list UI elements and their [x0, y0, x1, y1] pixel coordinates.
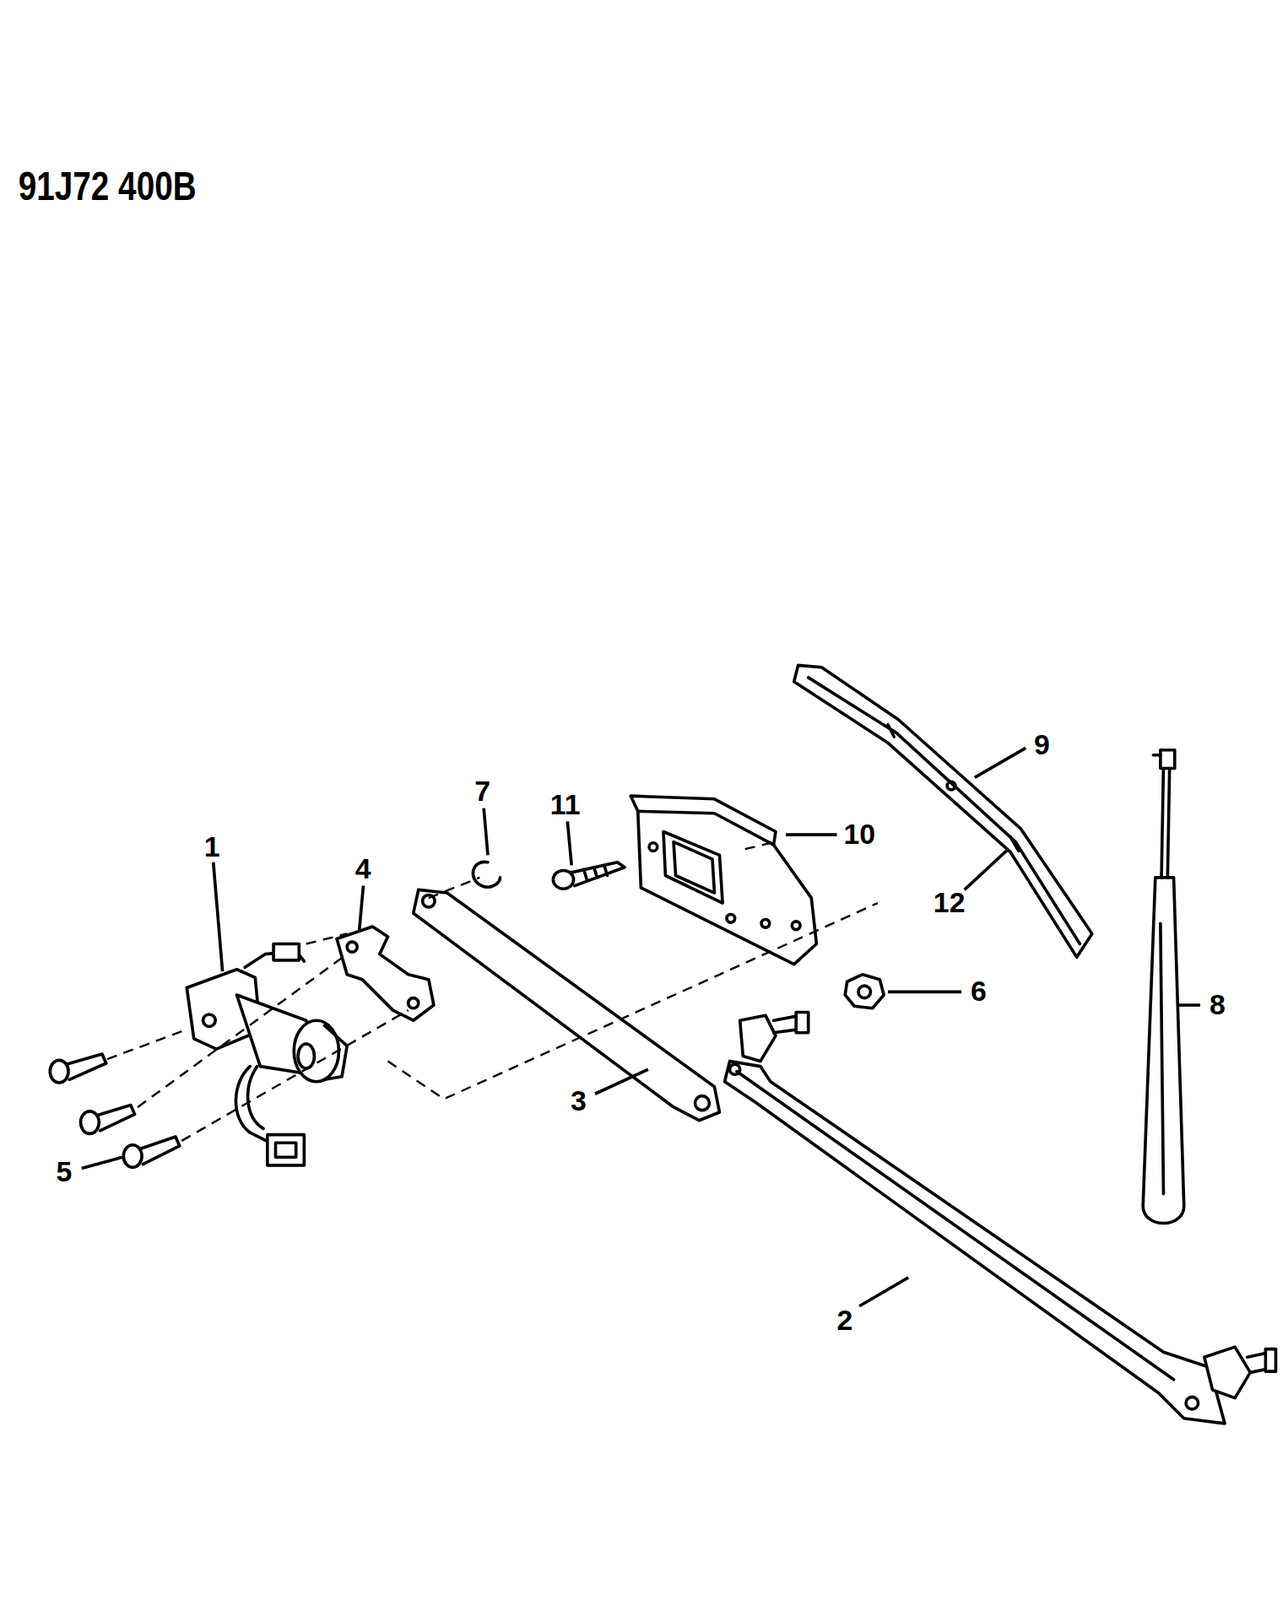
callout-number: 10	[843, 820, 876, 850]
assembly-lines	[107, 842, 878, 1142]
mounting-bolts	[49, 1054, 180, 1168]
nut	[844, 974, 884, 1009]
screw	[552, 862, 625, 889]
callout-number: 12	[933, 888, 966, 918]
callout-number: 6	[970, 977, 987, 1007]
mounting-plate	[630, 795, 817, 965]
callout-number: 8	[1209, 990, 1226, 1020]
wiper-arm	[1142, 877, 1185, 1224]
callout-number: 3	[570, 1087, 587, 1116]
callout-number: 2	[837, 1306, 854, 1336]
short-link	[413, 889, 720, 1121]
callout-number: 5	[56, 1158, 73, 1187]
e-clip	[472, 861, 500, 888]
motor-bracket	[336, 926, 434, 1021]
callout-number: 7	[474, 777, 491, 807]
drawing-number: 91J72 400B	[18, 165, 197, 206]
callout-number: 11	[550, 790, 581, 820]
callout-number: 4	[355, 855, 372, 884]
wiper-blade	[794, 665, 1093, 958]
leader-lines	[81, 747, 1201, 1306]
callout-number: 9	[1033, 730, 1050, 760]
callout-number: 1	[204, 833, 221, 862]
